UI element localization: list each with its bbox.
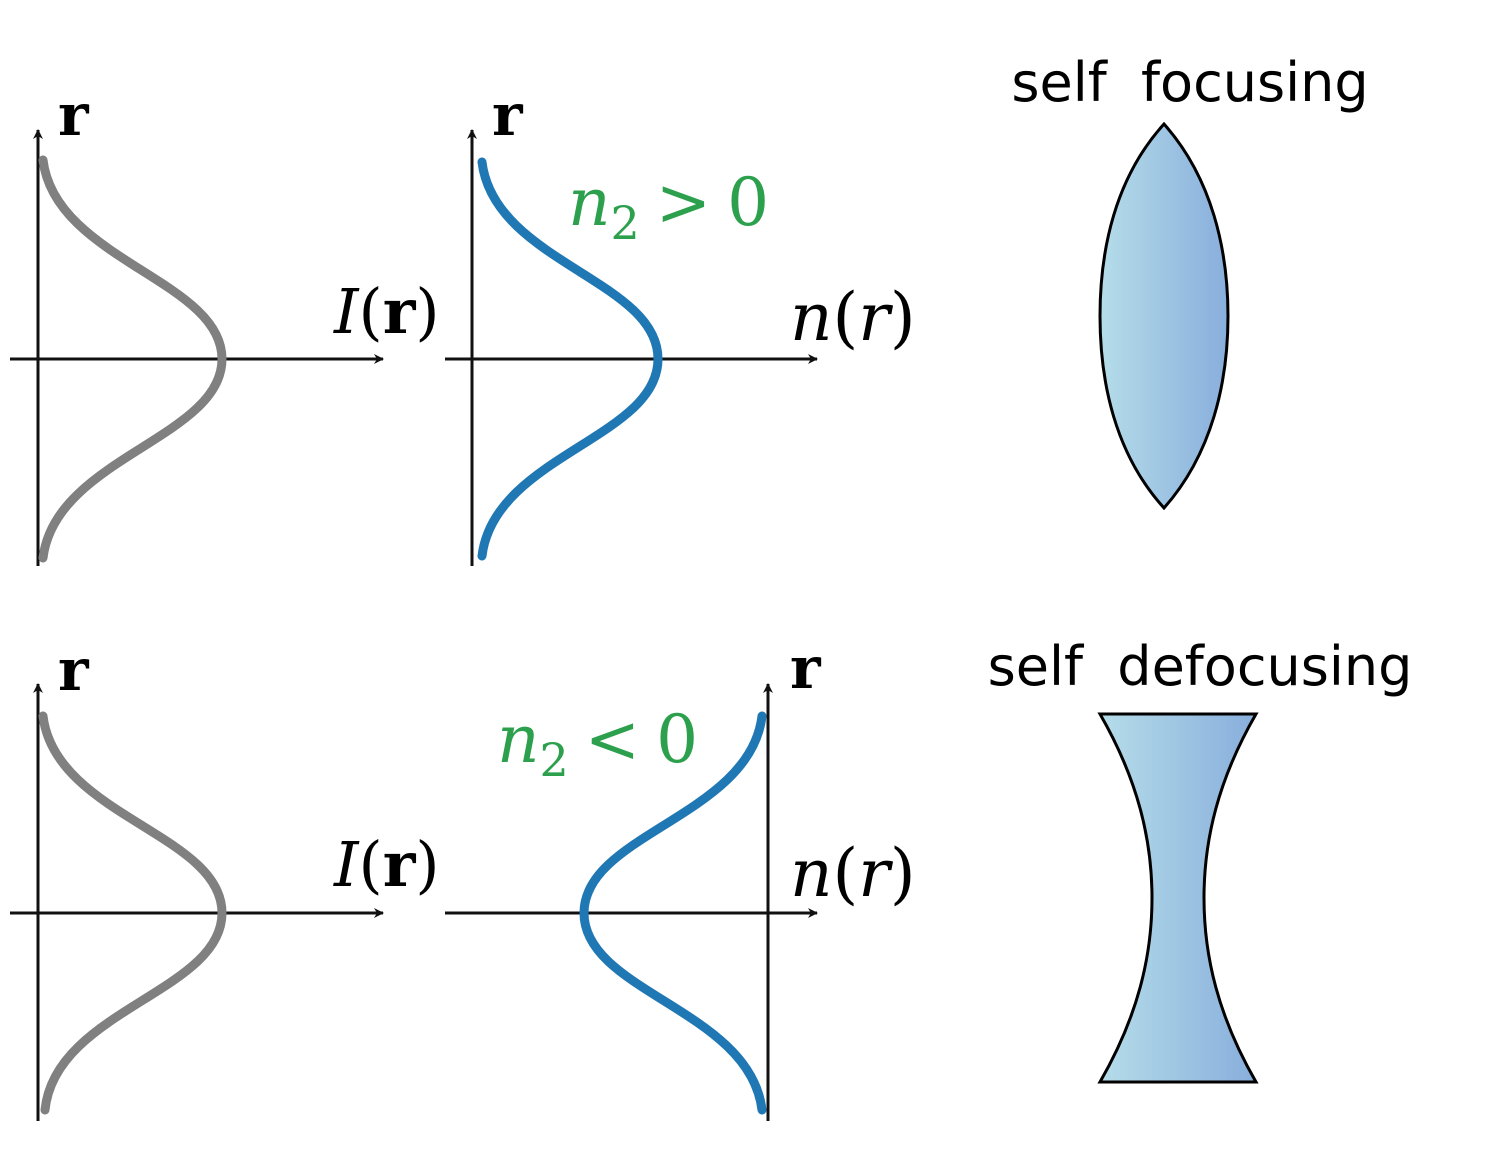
bottom-index-horizontal-axis-label: n(r)	[790, 835, 916, 912]
top-intensity-vertical-axis-label: r	[58, 81, 90, 149]
top-intensity-curve	[38, 155, 227, 563]
top-lens-group: self focusing	[1011, 51, 1369, 511]
convex-lens	[1098, 121, 1230, 511]
top-lens-title: self focusing	[1011, 51, 1368, 114]
top-index-condition: n2>0	[568, 164, 769, 250]
bottom-intensity-vertical-axis-label: r	[58, 636, 90, 704]
concave-lens	[1097, 712, 1259, 1084]
top-index-horizontal-axis-label: n(r)	[790, 279, 916, 356]
bottom-intensity-horizontal-axis-label: I(r)	[333, 828, 440, 901]
top-index-vertical-axis-label: r	[492, 81, 524, 149]
bottom-index-vertical-axis-label: r	[790, 634, 822, 702]
bottom-index-panel: r n(r) n2<0	[445, 634, 916, 1121]
bottom-index-condition: n2<0	[497, 701, 698, 787]
bottom-index-curve	[579, 711, 767, 1115]
bottom-intensity-curve	[38, 711, 227, 1115]
top-intensity-panel: r I(r)	[10, 81, 440, 566]
bottom-lens-group: self defocusing	[988, 635, 1413, 1084]
top-index-panel: r n(r) n2>0	[445, 81, 916, 566]
bottom-intensity-panel: r I(r)	[10, 636, 440, 1121]
top-intensity-horizontal-axis-label: I(r)	[333, 275, 440, 348]
bottom-lens-title: self defocusing	[988, 635, 1413, 698]
top-index-curve	[477, 157, 663, 561]
